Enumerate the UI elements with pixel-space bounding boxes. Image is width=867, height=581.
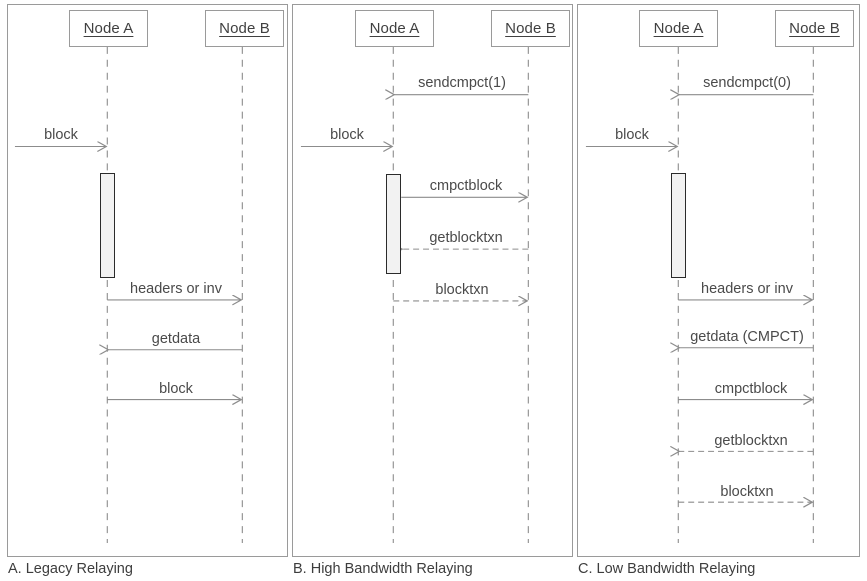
message-label-block: block: [159, 381, 193, 397]
participant-label: Node A: [369, 20, 420, 37]
message-label-external-block: block: [44, 127, 78, 143]
participant-node-a: Node A: [355, 10, 434, 47]
panel-high-bandwidth-relaying: Node A Node B sendcmpct(1) block cmpctbl…: [292, 4, 573, 557]
participant-label: Node A: [653, 20, 704, 37]
participant-node-b: Node B: [775, 10, 854, 47]
activation-bar-node-a: [386, 174, 401, 274]
message-label-blocktxn: blocktxn: [435, 282, 489, 298]
participant-label: Node B: [505, 20, 556, 37]
participant-node-a: Node A: [69, 10, 148, 47]
message-label-cmpctblock: cmpctblock: [714, 381, 788, 397]
message-label-cmpctblock: cmpctblock: [429, 178, 503, 194]
caption-panel-c: C. Low Bandwidth Relaying: [578, 561, 756, 577]
message-label-sendcmpct: sendcmpct(0): [703, 75, 791, 91]
participant-label: Node B: [789, 20, 840, 37]
activation-bar-node-a: [100, 173, 115, 278]
panel-c-lines: [585, 46, 814, 544]
activation-bar-node-a: [671, 173, 686, 278]
panel-legacy-relaying: Node A Node B block headers or inv getda…: [7, 4, 288, 557]
message-label-blocktxn: blocktxn: [720, 484, 774, 500]
participant-label: Node A: [83, 20, 134, 37]
message-label-sendcmpct: sendcmpct(1): [418, 75, 506, 91]
message-label-getblocktxn: getblocktxn: [429, 230, 503, 246]
message-label-headers-or-inv: headers or inv: [701, 281, 793, 297]
panel-a-lines: [14, 46, 243, 544]
panel-b-lines: [300, 46, 529, 544]
message-label-external-block: block: [330, 127, 364, 143]
message-label-getdata: getdata: [151, 331, 201, 347]
participant-node-b: Node B: [491, 10, 570, 47]
panel-low-bandwidth-relaying: Node A Node B sendcmpct(0) block headers…: [577, 4, 860, 557]
caption-panel-b: B. High Bandwidth Relaying: [293, 561, 473, 577]
message-label-getdata-cmpct: getdata (CMPCT): [690, 329, 804, 345]
participant-label: Node B: [219, 20, 270, 37]
participant-node-b: Node B: [205, 10, 284, 47]
caption-panel-a: A. Legacy Relaying: [8, 561, 133, 577]
message-label-external-block: block: [615, 127, 649, 143]
message-label-headers-or-inv: headers or inv: [130, 281, 222, 297]
participant-node-a: Node A: [639, 10, 718, 47]
message-label-getblocktxn: getblocktxn: [714, 433, 788, 449]
